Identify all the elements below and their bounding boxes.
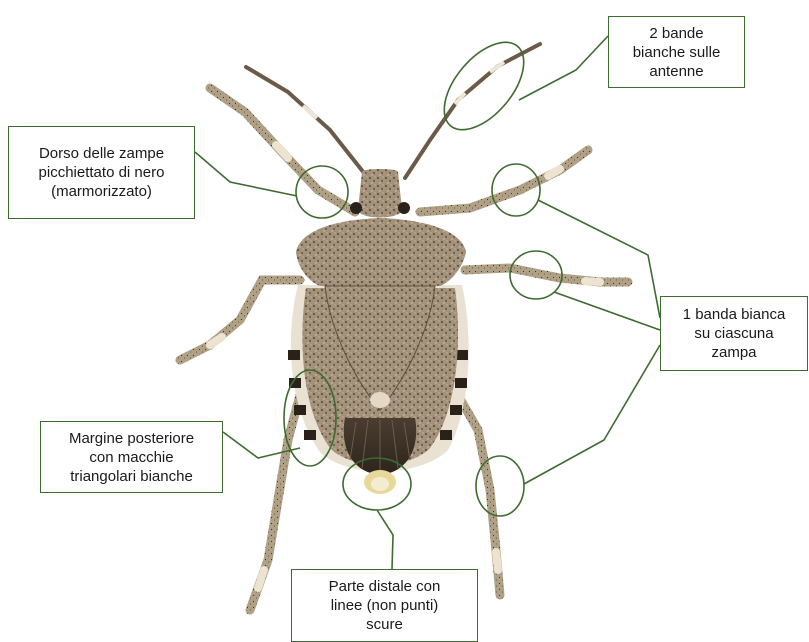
leader-distale [377, 510, 393, 569]
label-line: triangolari bianche [70, 467, 193, 486]
label-leg-dorsum: Dorso delle zampe picchiettato di nero (… [8, 126, 195, 219]
label-line: (marmorizzato) [51, 182, 152, 201]
label-line: Parte distale con [329, 577, 441, 596]
label-antennae-bands: 2 bande bianche sulle antenne [608, 16, 745, 88]
callout-ellipse-leg-band-hind [476, 456, 524, 516]
label-line: picchiettato di nero [39, 163, 165, 182]
leader-banda-mid [554, 292, 660, 330]
label-distal-part: Parte distale con linee (non punti) scur… [291, 569, 478, 642]
label-line: bianche sulle [633, 43, 721, 62]
leg-mid-right [465, 268, 628, 282]
label-leg-band: 1 banda bianca su ciascuna zampa [660, 296, 808, 371]
label-line: linee (non punti) [331, 596, 439, 615]
label-line: Margine posteriore [69, 429, 194, 448]
leader-antenne [519, 36, 608, 100]
leg-hind-right [455, 390, 500, 595]
label-line: scure [366, 615, 403, 634]
leader-zampe-dorso [195, 152, 297, 196]
label-line: 2 bande [649, 24, 703, 43]
label-line: 1 banda bianca [683, 305, 786, 324]
label-line: antenne [649, 62, 703, 81]
leg-mid-left [180, 280, 300, 360]
label-line: Dorso delle zampe [39, 144, 164, 163]
antenna-right [405, 44, 540, 178]
label-line: con macchie [89, 448, 173, 467]
label-posterior-margin: Margine posteriore con macchie triangola… [40, 421, 223, 493]
antenna-left [246, 67, 368, 178]
leader-banda-hind [524, 345, 660, 484]
callout-ellipse-antenna [429, 28, 539, 144]
leg-front-right [420, 150, 588, 212]
label-line: su ciascuna [694, 324, 773, 343]
label-line: zampa [711, 343, 756, 362]
